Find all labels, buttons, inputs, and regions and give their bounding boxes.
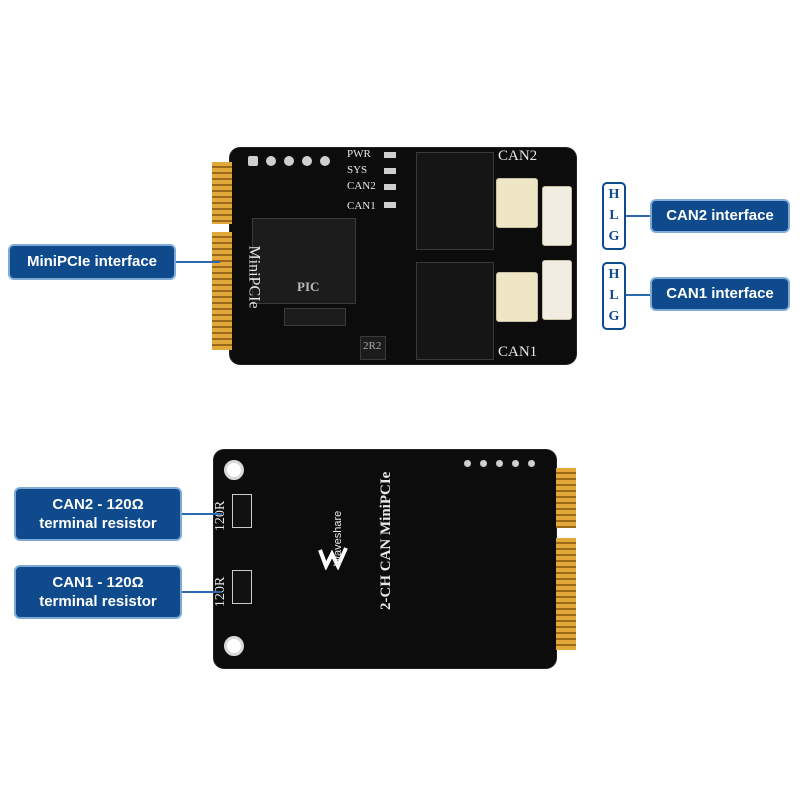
can2-callout-line (626, 215, 650, 217)
can1-terminal-resistor (232, 570, 252, 604)
inductor-label: 2R2 (363, 340, 382, 352)
can1-resistor-callout-line (182, 591, 222, 593)
pcb-top-side: PWR SYS CAN2 CAN1 PIC 2R2 MiniPCIe CAN2 … (230, 148, 576, 364)
can1-h-label: H (608, 266, 620, 282)
can1-interface-callout: CAN1 interface (650, 277, 790, 311)
brand-label: Waveshare (332, 510, 344, 566)
minipcie-interface-callout: MiniPCIe interface (8, 244, 176, 280)
sys-led-label: SYS (347, 164, 368, 176)
can2-resistor-line2: terminal resistor (39, 515, 157, 532)
mcu-marking: PIC (297, 279, 320, 294)
can2-led-label: CAN2 (347, 180, 376, 192)
can2-interface-callout: CAN2 interface (650, 199, 790, 233)
minipcie-silk-label: MiniPCIe (245, 245, 263, 309)
can2-port-label: CAN2 (498, 148, 538, 164)
crystal (284, 308, 346, 326)
minipcie-callout-line (176, 261, 220, 263)
can2-protection (496, 178, 538, 228)
can2-pin-labels: H L G (602, 182, 626, 250)
can2-connector[interactable] (542, 186, 572, 246)
can1-g-label: G (608, 309, 620, 325)
mounting-hole (224, 636, 244, 656)
can2-terminal-resistor (232, 494, 252, 528)
can2-h-label: H (608, 186, 620, 202)
gold-finger-upper-back (556, 468, 576, 528)
can1-resistor-line1: CAN1 - 120Ω (52, 573, 144, 591)
pin-header (244, 152, 330, 170)
can2-g-label: G (608, 229, 620, 245)
pwr-led-label: PWR (347, 148, 371, 160)
can2-resistor-line1: CAN2 - 120Ω (52, 495, 144, 513)
can1-pin-labels: H L G (602, 262, 626, 330)
pcb-bottom-side: 120R 120R Waveshare 2-CH CAN MiniPCIe (213, 450, 556, 668)
mounting-hole (224, 460, 244, 480)
can1-port-label: CAN1 (498, 344, 538, 360)
gold-finger-lower (212, 232, 232, 350)
can2-resistor-callout-line (182, 513, 222, 515)
waveshare-logo (318, 546, 350, 571)
can1-callout-line (626, 294, 650, 296)
can2-isolator-chip (416, 152, 494, 250)
status-leds (382, 150, 400, 210)
can2-l-label: L (609, 207, 619, 223)
can1-isolator-chip (416, 262, 494, 360)
microcontroller-chip: PIC (252, 218, 356, 304)
inductor: 2R2 (360, 336, 386, 360)
gold-finger-lower-back (556, 538, 576, 650)
can1-led-label: CAN1 (347, 200, 376, 212)
can1-resistor-callout: CAN1 - 120Ω terminal resistor (14, 565, 182, 619)
test-pads (464, 460, 544, 470)
gold-finger-upper (212, 162, 232, 224)
can1-l-label: L (609, 287, 619, 303)
can1-connector[interactable] (542, 260, 572, 320)
can2-resistor-callout: CAN2 - 120Ω terminal resistor (14, 487, 182, 541)
can1-protection (496, 272, 538, 322)
product-name-label: 2-CH CAN MiniPCIe (378, 471, 394, 610)
can1-resistor-line2: terminal resistor (39, 593, 157, 610)
resistor-r1-label: 120R (213, 500, 229, 532)
